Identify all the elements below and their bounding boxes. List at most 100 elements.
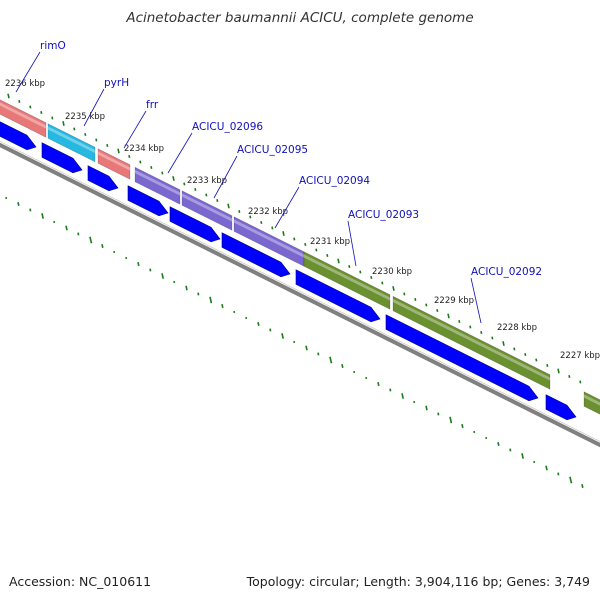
gc-outer-mark <box>29 105 32 109</box>
gc-outer-mark <box>249 215 252 219</box>
gene-bar <box>181 190 233 231</box>
gene-bar <box>0 99 47 138</box>
gc-outer-mark <box>205 193 208 197</box>
gc-inner-mark <box>437 412 440 416</box>
gc-outer-mark <box>7 93 10 99</box>
gc-outer-mark <box>150 165 153 170</box>
gc-outer-mark <box>18 99 21 104</box>
feature-track <box>0 99 600 415</box>
gc-outer-mark <box>271 226 274 230</box>
gc-inner-mark <box>89 236 93 244</box>
gc-outer-mark <box>73 127 76 131</box>
gene-leader-line <box>15 51 41 93</box>
cds-arrow <box>87 165 119 192</box>
gc-inner-mark <box>521 453 524 459</box>
gc-outer-mark <box>238 209 241 214</box>
gc-outer-mark <box>491 336 494 340</box>
cds-arrow <box>221 232 291 278</box>
accession-label: Accession: NC_010611 <box>9 574 152 589</box>
gc-inner-mark <box>329 356 333 364</box>
gc-outer-mark <box>183 182 186 186</box>
gc-inner-mark <box>101 244 104 248</box>
gene-bar-highlight <box>304 254 390 301</box>
gc-outer-mark <box>469 325 472 329</box>
gc-outer-mark <box>359 270 362 274</box>
gene-bar-highlight <box>584 394 600 406</box>
gc-inner-mark <box>317 352 320 356</box>
gc-outer-mark <box>293 237 296 241</box>
gc-outer-mark <box>62 121 65 126</box>
gc-outer-mark <box>436 308 439 313</box>
cds-arrow <box>0 121 37 151</box>
ruler-tick-label: 2233 kbp <box>187 176 227 186</box>
gc-inner-mark <box>17 202 20 206</box>
gc-inner-mark <box>305 345 308 351</box>
gc-outer-mark <box>579 380 582 384</box>
gc-outer-mark <box>381 281 384 285</box>
gc-outer-mark <box>304 242 307 247</box>
gene-label: ACICU_02095 <box>237 144 308 156</box>
gc-inner-mark <box>257 322 260 326</box>
gc-outer-mark <box>337 258 340 264</box>
gc-inner-mark <box>557 472 560 476</box>
gene-bar-highlight <box>234 219 304 258</box>
gene-label: ACICU_02093 <box>348 209 419 221</box>
gc-outer-mark <box>139 160 142 164</box>
gc-inner-mark <box>461 424 464 428</box>
gene-leader-line <box>123 110 147 149</box>
gene-bar <box>303 251 391 310</box>
gc-outer-mark <box>524 352 527 357</box>
gc-inner-mark <box>497 442 500 446</box>
genome-summary: Topology: circular; Length: 3,904,116 bp… <box>246 574 590 589</box>
gene-bar-highlight <box>182 193 232 222</box>
gc-outer-mark <box>348 264 351 269</box>
gene-leader-line <box>470 277 482 324</box>
ruler-tick-label: 2228 kbp <box>497 323 537 333</box>
gene-label: frr <box>146 99 159 111</box>
cds-arrow <box>385 314 539 402</box>
gc-outer-mark <box>84 132 87 137</box>
gc-inner-mark <box>41 213 44 219</box>
gc-outer-mark <box>535 358 538 362</box>
gene-leader-line <box>213 155 238 199</box>
gene-leader-line <box>167 132 193 174</box>
ruler-tick-label: 2230 kbp <box>372 267 412 277</box>
cds-arrow <box>545 394 577 421</box>
gc-outer-mark <box>403 292 406 296</box>
ruler-tick-label: 2234 kbp <box>124 144 164 154</box>
gene-leader-line <box>274 186 300 229</box>
gc-outer-mark <box>282 231 285 236</box>
gc-inner-mark <box>185 285 188 291</box>
gene-bar-highlight <box>0 102 46 129</box>
gc-outer-mark <box>117 148 120 154</box>
gc-outer-mark <box>425 303 428 307</box>
gc-outer-mark <box>95 138 98 142</box>
gene-bar-highlight <box>135 169 180 196</box>
gc-outer-mark <box>194 187 197 192</box>
gc-outer-mark <box>414 297 417 302</box>
backbone-line <box>0 142 600 448</box>
ruler-tick-label: 2236 kbp <box>5 79 45 89</box>
gene-label: ACICU_02094 <box>299 175 370 187</box>
gc-outer-mark <box>161 171 164 175</box>
gc-skew-track <box>5 93 584 488</box>
gc-inner-mark <box>197 292 200 296</box>
gc-inner-mark <box>389 388 392 392</box>
ruler-tick-label: 2227 kbp <box>560 351 600 361</box>
ruler-tick-label: 2232 kbp <box>248 207 288 217</box>
gene-label: rimO <box>40 40 66 52</box>
gc-inner-mark <box>137 262 140 266</box>
gc-outer-mark <box>51 116 54 120</box>
cds-arrow <box>41 142 83 174</box>
gc-outer-mark <box>106 143 109 148</box>
cds-arrow <box>295 269 381 323</box>
gene-label: ACICU_02096 <box>192 121 263 133</box>
gene-bar-highlight <box>98 151 130 171</box>
gc-outer-mark <box>557 368 560 374</box>
gene-label: ACICU_02092 <box>471 266 542 278</box>
gc-outer-mark <box>480 330 483 335</box>
gc-outer-mark <box>326 253 329 258</box>
gene-labels: rimOpyrHfrrACICU_02096ACICU_02095ACICU_0… <box>15 40 542 324</box>
